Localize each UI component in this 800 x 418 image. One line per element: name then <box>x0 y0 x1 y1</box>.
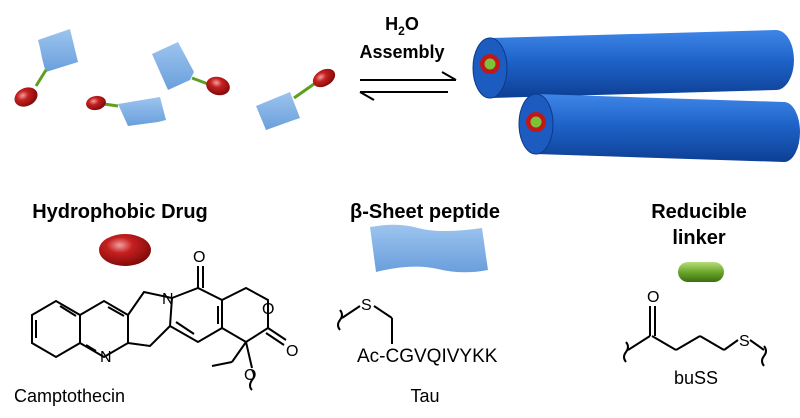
camptothecin-o-lactone: O <box>286 343 298 360</box>
solvent-sub-2: 2 <box>398 24 405 38</box>
buss-sulfur: S <box>739 333 750 350</box>
solvent-o: O <box>405 14 419 34</box>
tau-structure <box>337 305 393 344</box>
linker-glyph <box>678 262 724 282</box>
linker-heading-line2: linker <box>672 227 726 249</box>
monomer-1 <box>14 29 78 107</box>
svg-text:H2O: H2O <box>385 14 419 38</box>
solvent-h: H <box>385 14 398 34</box>
nanofiber-1 <box>472 30 794 99</box>
assembly-label: Assembly <box>359 42 444 62</box>
tau-sequence-body: CGVQIVYKK <box>386 346 498 367</box>
tau-sequence: Ac-CGVQIVYKK <box>357 346 498 367</box>
reaction-label: H2O Assembly <box>359 14 444 62</box>
camptothecin-o-ether: O <box>244 367 256 384</box>
drug-glyph <box>99 234 151 266</box>
monomer-4 <box>256 68 336 130</box>
equilibrium-arrows <box>359 71 457 101</box>
camptothecin-n2: N <box>162 291 174 308</box>
tau-sulfur: S <box>361 297 372 314</box>
linker-heading-line1: Reducible <box>651 201 747 223</box>
camptothecin-o-ring: O <box>262 301 274 318</box>
buss-oxygen: O <box>647 289 659 306</box>
peptide-heading: β-Sheet peptide <box>350 201 500 223</box>
tau-label: Tau <box>410 386 439 406</box>
monomer-3 <box>86 95 166 126</box>
tau-sequence-prefix: Ac- <box>357 346 386 367</box>
drug-heading: Hydrophobic Drug <box>32 201 208 223</box>
camptothecin-n1: N <box>100 349 112 366</box>
camptothecin-label: Camptothecin <box>14 386 125 406</box>
camptothecin-o-ketone: O <box>193 249 205 266</box>
nanofiber-2 <box>518 93 800 162</box>
monomer-2 <box>152 42 230 96</box>
camptothecin-structure <box>31 266 287 391</box>
peptide-glyph <box>370 224 488 273</box>
buss-label: buSS <box>674 368 718 388</box>
buss-structure <box>623 306 767 367</box>
